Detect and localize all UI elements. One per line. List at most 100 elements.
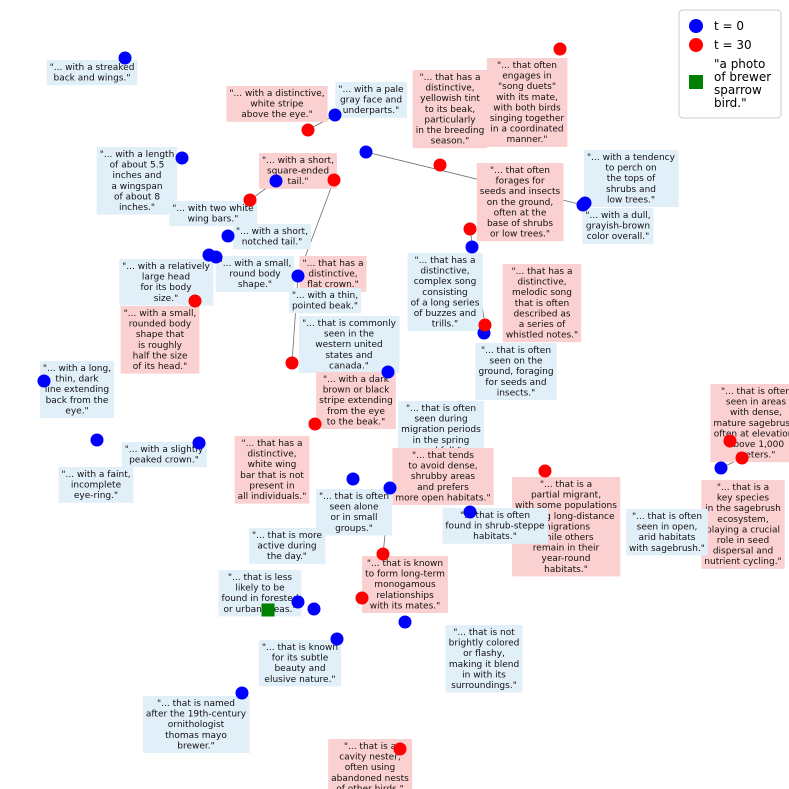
label-line: meters."	[737, 451, 776, 461]
label-line: "... with a long,	[43, 364, 111, 374]
label-line: with its mate,	[496, 93, 558, 103]
label-line: for its body	[140, 283, 192, 293]
label-line: canada."	[329, 361, 369, 371]
label-line: after the 19th-century	[146, 710, 247, 720]
label-line: distinctive,	[420, 267, 469, 277]
point-t0	[235, 686, 249, 700]
point-t0	[221, 229, 235, 243]
label-line: in with its	[462, 670, 506, 680]
label-box	[288, 288, 362, 314]
point-t30	[463, 222, 477, 236]
label-line: "... with a length	[100, 150, 175, 160]
label-line: distinctive,	[517, 278, 566, 288]
label-line: to perch on	[605, 164, 656, 174]
label-box	[299, 316, 400, 373]
label-line: back from the	[46, 396, 109, 406]
label-line: whistled notes."	[506, 331, 578, 341]
label-line: that is often	[515, 299, 569, 309]
label-line: "... that is more	[252, 531, 323, 541]
label-line: of other birds."	[336, 784, 404, 789]
label-line: with sagebrush."	[629, 544, 705, 554]
label-line: shrubs and	[606, 185, 656, 195]
label-line: "... that is commonly	[302, 319, 396, 329]
point-t30	[243, 193, 257, 207]
label-line: more open habitats."	[395, 493, 490, 503]
label-line: "... that is often	[632, 512, 702, 522]
label-line: grayish-brown	[586, 222, 650, 232]
label-box	[584, 150, 679, 207]
label-line: playing a crucial	[706, 525, 780, 535]
label-line: migration periods	[401, 425, 481, 435]
label-box	[215, 256, 295, 292]
label-box	[46, 60, 138, 86]
label-line: tail."	[287, 177, 308, 187]
point-t0	[118, 51, 132, 65]
label-line: year-round	[542, 554, 591, 564]
point-t0	[175, 151, 189, 165]
label-line: seen on the	[489, 357, 543, 367]
legend-marker-t0	[689, 19, 703, 33]
label-box	[39, 361, 115, 418]
label-box	[96, 147, 178, 215]
data-points	[37, 42, 749, 756]
label-line: monogamous	[374, 580, 436, 590]
label-box	[412, 70, 488, 149]
label-line: with its mates."	[370, 601, 441, 611]
label-line: western united	[315, 340, 382, 350]
label-line: beauty and	[274, 664, 325, 674]
label-line: mature sagebrush,	[713, 419, 789, 429]
legend-label-line: sparrow	[714, 83, 762, 97]
label-line: "... that is often	[406, 404, 476, 414]
label-box	[299, 256, 367, 292]
point-t0	[381, 365, 395, 379]
label-line: eye."	[65, 406, 88, 416]
label-line: base of shrubs	[487, 219, 553, 229]
label-line: complex song	[414, 277, 477, 287]
label-line: "... that often	[490, 166, 550, 176]
label-line: "... with a thin,	[292, 291, 358, 301]
label-line: of about 8	[114, 192, 160, 202]
label-line: incomplete	[71, 481, 122, 491]
point-t30	[735, 451, 749, 465]
label-line: singing together	[490, 114, 564, 124]
point-t0	[37, 374, 51, 388]
label-line: "... that is a	[344, 742, 396, 752]
label-line: peaked crown."	[129, 456, 199, 466]
label-line: thin, dark	[55, 375, 99, 385]
label-line: "... with a short,	[236, 227, 308, 237]
label-line: "... with a tendency	[587, 153, 676, 163]
label-box	[486, 58, 568, 147]
label-line: stripe extending	[319, 396, 393, 406]
point-t0	[359, 145, 373, 159]
label-line: gray face and	[340, 96, 402, 106]
label-line: seen during	[414, 415, 467, 425]
label-box	[120, 306, 200, 374]
label-line: with some populations	[515, 501, 617, 511]
label-box	[58, 467, 134, 503]
